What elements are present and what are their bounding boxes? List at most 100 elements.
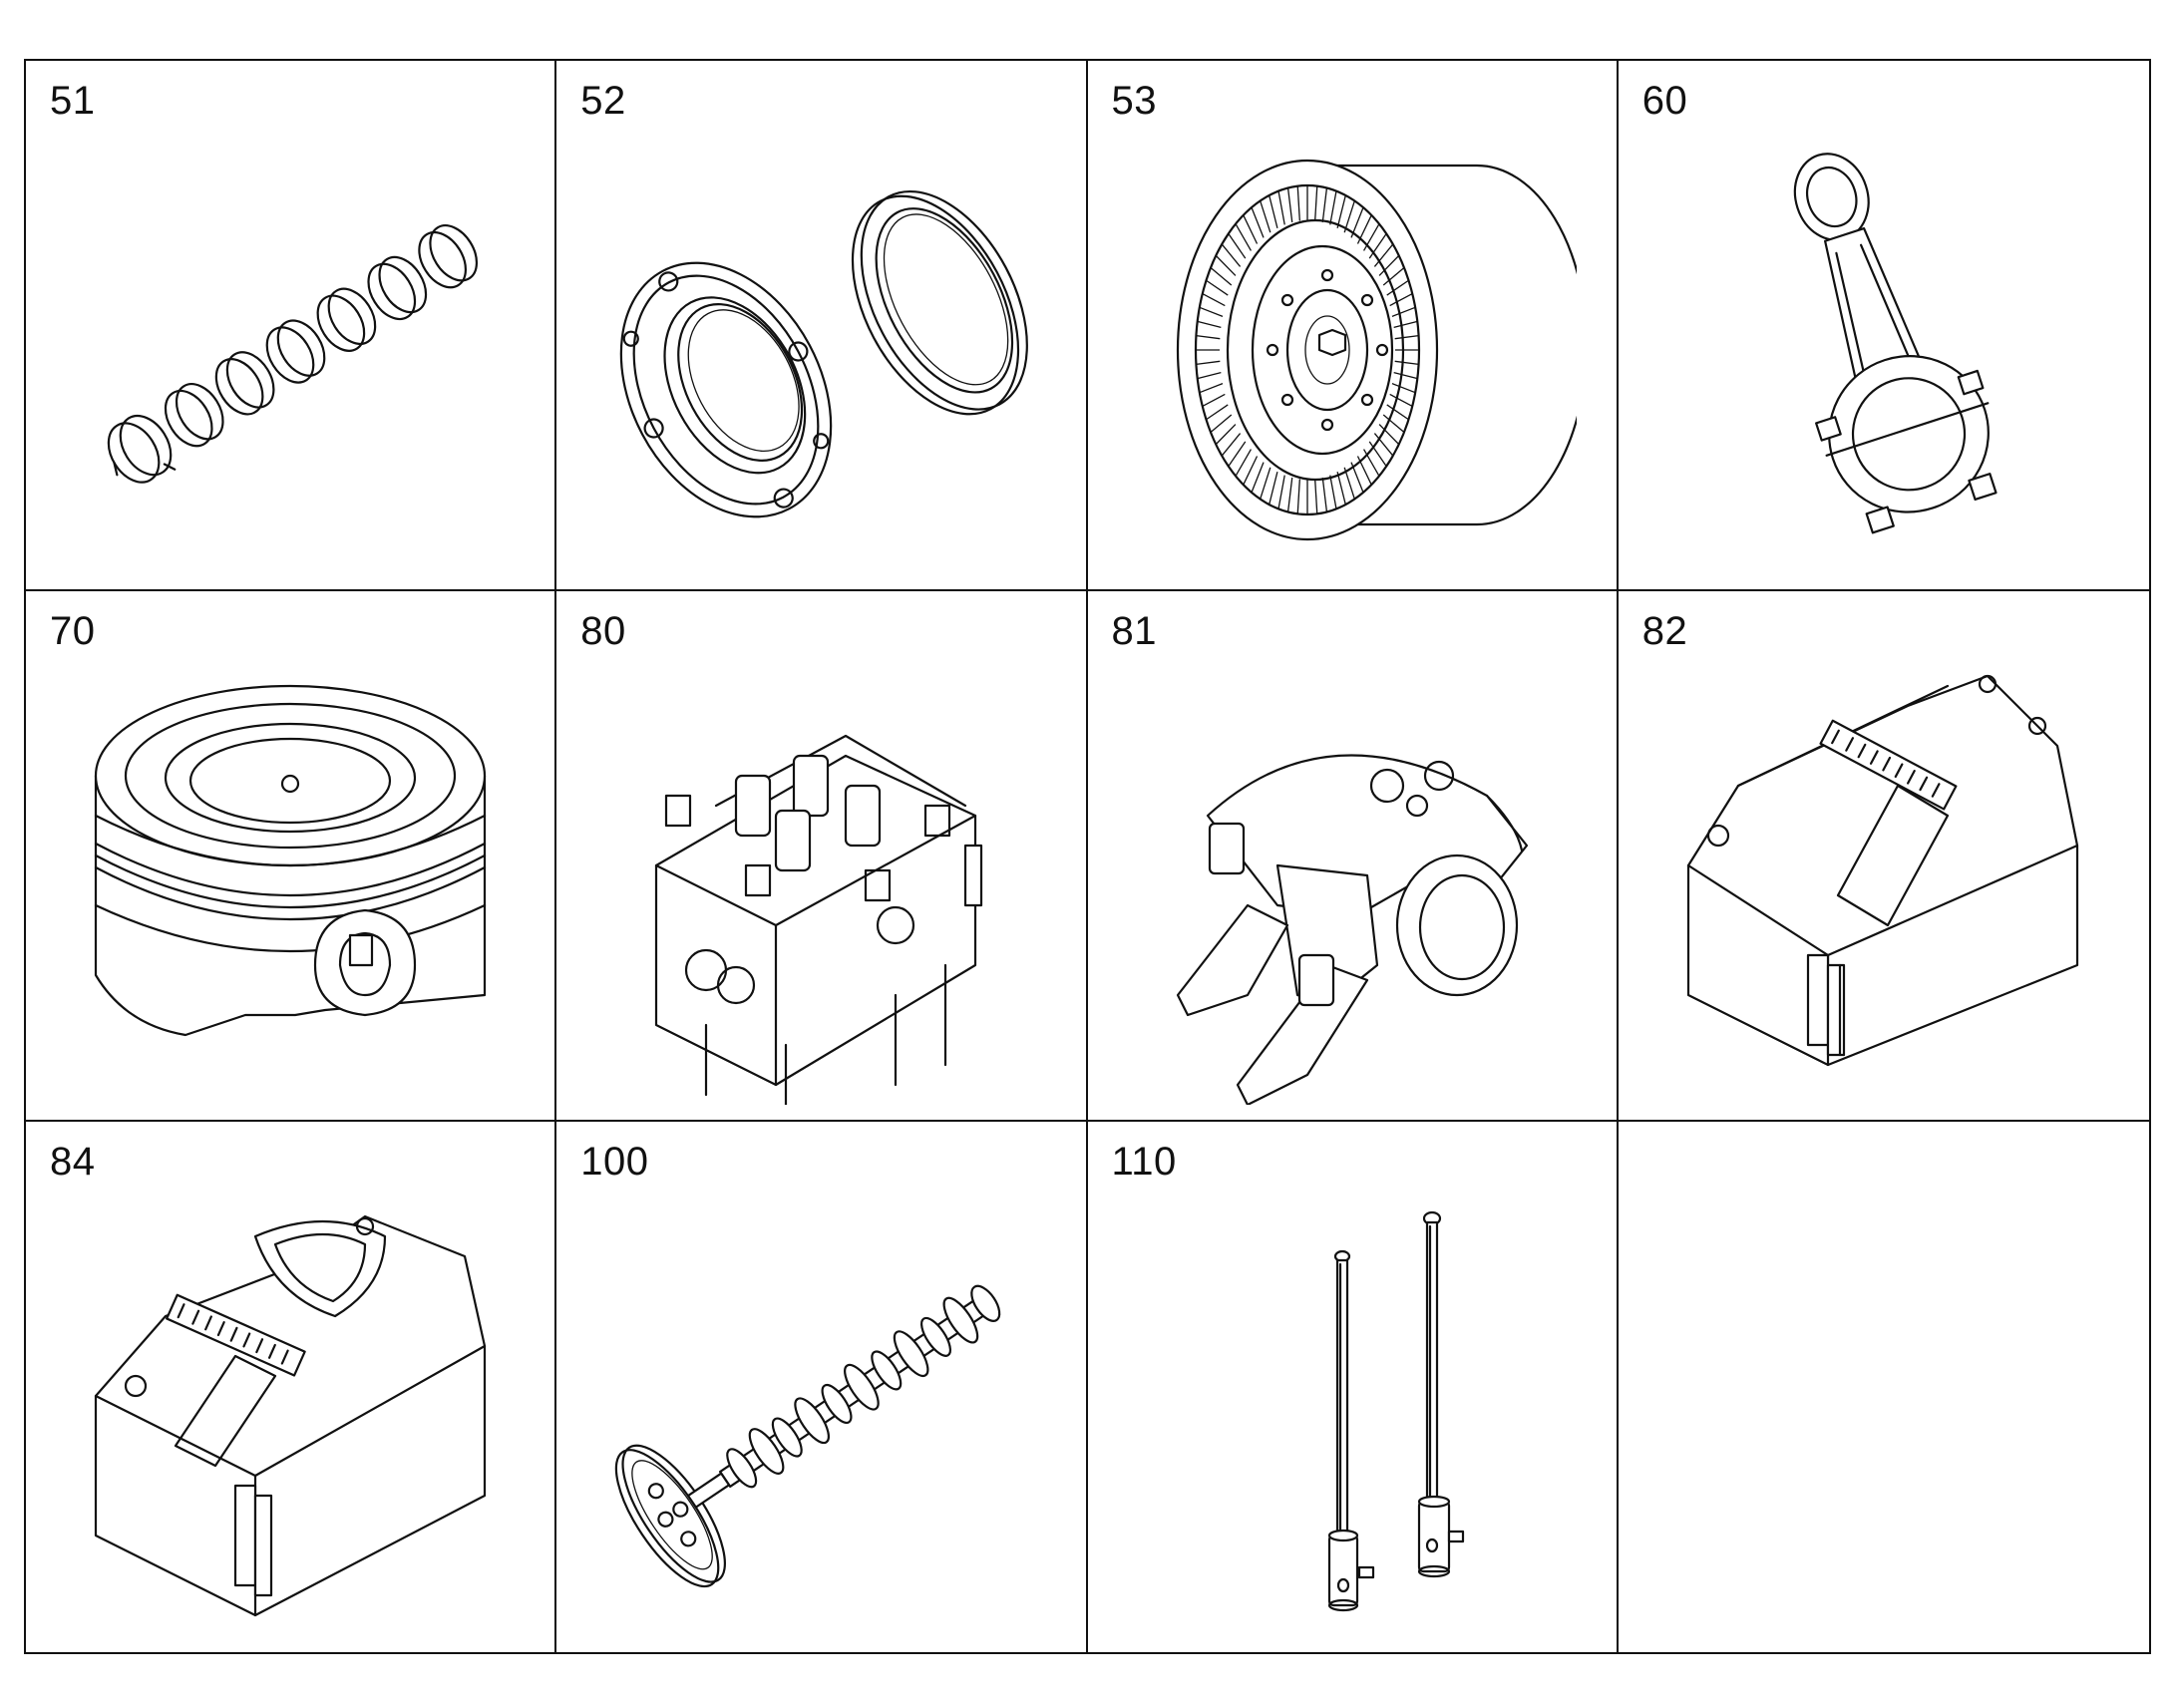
damper-tooth xyxy=(1215,254,1236,276)
part-cell-84[interactable]: 84 xyxy=(26,1122,557,1652)
part-cell-52[interactable]: 52 xyxy=(556,61,1088,591)
damper-tooth xyxy=(1197,371,1221,380)
part-number: 53 xyxy=(1111,79,1157,123)
cylinder-head-icon xyxy=(596,666,1045,1107)
damper-tooth xyxy=(1259,467,1271,500)
damper-tooth xyxy=(1221,243,1241,267)
part-number: 80 xyxy=(580,609,626,653)
damper-tooth xyxy=(1215,424,1236,446)
damper-tooth xyxy=(1195,360,1220,366)
damper-tooth xyxy=(1373,243,1393,267)
damper-tooth xyxy=(1388,393,1413,408)
damper-tooth xyxy=(1197,320,1221,329)
damper-tooth xyxy=(1382,267,1404,286)
parts-grid: 51 52 xyxy=(24,59,2151,1654)
damper-tooth xyxy=(1378,424,1399,446)
damper-tooth xyxy=(1199,383,1223,394)
damper-tooth xyxy=(1394,360,1419,366)
part-cell-empty xyxy=(1619,1122,2149,1652)
part-number: 84 xyxy=(50,1140,96,1184)
damper-tooth xyxy=(1394,334,1419,340)
damper-tooth xyxy=(1393,371,1417,380)
damper-tooth xyxy=(1201,292,1226,307)
damper-tooth xyxy=(1250,462,1265,494)
part-cell-70[interactable]: 70 xyxy=(26,591,557,1122)
damper-tooth xyxy=(1242,214,1258,244)
damper-tooth xyxy=(1343,200,1355,233)
damper-tooth xyxy=(1195,334,1220,340)
part-number: 81 xyxy=(1111,609,1157,653)
damper-tooth xyxy=(1362,223,1380,251)
damper-tooth xyxy=(1391,383,1415,394)
damper-tooth xyxy=(1321,187,1327,223)
damper-tooth xyxy=(1296,185,1300,221)
part-cell-53[interactable]: 53 xyxy=(1087,61,1619,591)
damper-tooth xyxy=(1259,200,1271,233)
damper-tooth xyxy=(1385,279,1409,296)
damper-tooth xyxy=(1313,185,1317,221)
damper-tooth xyxy=(1393,320,1417,329)
damper-tooth xyxy=(1234,449,1252,477)
push-rods-icon xyxy=(1128,1196,1577,1635)
damper-tooth xyxy=(1276,190,1285,225)
seal-flange-and-shaft-seal-icon xyxy=(596,136,1045,574)
part-cell-81[interactable]: 81 xyxy=(1087,591,1619,1122)
part-number: 82 xyxy=(1641,609,1688,653)
damper-tooth xyxy=(1343,467,1355,500)
part-number: 60 xyxy=(1641,79,1688,123)
part-number: 110 xyxy=(1111,1140,1177,1184)
damper-tooth xyxy=(1378,254,1399,276)
damper-tooth xyxy=(1388,292,1413,307)
connecting-rod-icon xyxy=(1658,136,2107,574)
damper-tooth xyxy=(1335,472,1346,506)
damper-tooth xyxy=(1286,477,1292,512)
valve-cover-with-gasket-icon xyxy=(66,1196,515,1635)
damper-tooth xyxy=(1227,232,1246,259)
damper-tooth xyxy=(1250,206,1265,238)
damper-tooth xyxy=(1268,194,1278,228)
damper-tooth xyxy=(1296,479,1300,514)
damper-tooth xyxy=(1368,232,1387,259)
rocker-arm-bracket-icon xyxy=(1128,666,1577,1107)
part-number: 52 xyxy=(580,79,626,123)
part-number: 70 xyxy=(50,609,96,653)
damper-tooth xyxy=(1391,306,1415,317)
damper-tooth xyxy=(1382,414,1404,433)
part-cell-100[interactable]: 100 xyxy=(556,1122,1088,1652)
damper-tooth xyxy=(1373,433,1393,457)
part-cell-80[interactable]: 80 xyxy=(556,591,1088,1122)
valve-cover-icon xyxy=(1658,666,2107,1105)
damper-tooth xyxy=(1210,267,1232,286)
piston-icon xyxy=(66,666,515,1105)
damper-tooth xyxy=(1286,187,1292,223)
damper-tooth xyxy=(1268,472,1278,506)
damper-tooth xyxy=(1205,404,1229,421)
damper-tooth xyxy=(1276,475,1285,510)
part-number: 51 xyxy=(50,79,96,123)
damper-tooth xyxy=(1234,223,1252,251)
damper-tooth xyxy=(1328,475,1337,510)
damper-tooth xyxy=(1205,279,1229,296)
part-cell-51[interactable]: 51 xyxy=(26,61,557,591)
damper-tooth xyxy=(1313,479,1317,514)
damper-tooth xyxy=(1362,449,1380,477)
damper-tooth xyxy=(1201,393,1226,408)
damper-tooth xyxy=(1385,404,1409,421)
bearing-shells-set-icon xyxy=(66,136,515,574)
part-cell-60[interactable]: 60 xyxy=(1618,61,2149,591)
part-cell-82[interactable]: 82 xyxy=(1618,591,2149,1122)
part-cell-110[interactable]: 110 xyxy=(1088,1122,1619,1652)
camshaft-icon xyxy=(596,1196,1045,1635)
damper-tooth xyxy=(1242,456,1258,486)
damper-tooth xyxy=(1227,441,1246,468)
vibration-damper-icon xyxy=(1128,136,1588,574)
damper-tooth xyxy=(1335,194,1346,228)
part-number: 100 xyxy=(580,1140,649,1184)
damper-tooth xyxy=(1210,414,1232,433)
damper-tooth xyxy=(1221,433,1241,457)
damper-tooth xyxy=(1368,441,1387,468)
damper-tooth xyxy=(1199,306,1223,317)
damper-tooth xyxy=(1321,477,1327,512)
damper-tooth xyxy=(1328,190,1337,225)
